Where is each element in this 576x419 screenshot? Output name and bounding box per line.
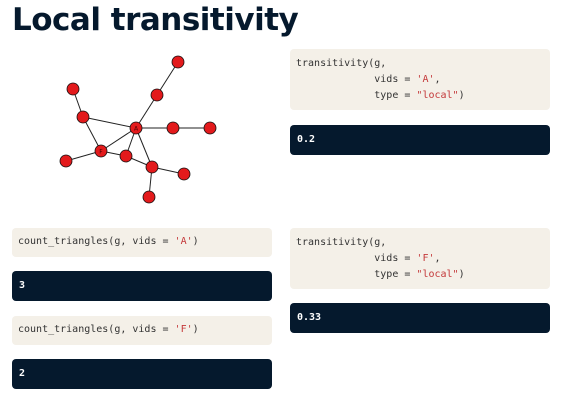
code-string: 'F' xyxy=(416,253,435,264)
code-punct: , xyxy=(434,253,441,264)
code-string: "local" xyxy=(416,90,459,101)
output-cell-transitivity-A: 0.2 xyxy=(290,125,550,155)
code-line: transitivity(g, xyxy=(296,58,387,69)
graph-node-label: A xyxy=(134,126,139,133)
graph-node xyxy=(150,88,164,102)
code-cell-transitivity-A: transitivity(g, vids = 'A', type = "loca… xyxy=(290,49,550,110)
graph-node-label: F xyxy=(99,149,103,156)
graph-edge xyxy=(135,127,153,168)
graph-node xyxy=(59,154,73,168)
page-title: Local transitivity xyxy=(12,2,299,38)
code-line: transitivity(g, xyxy=(296,237,387,248)
graph-edge xyxy=(82,116,102,152)
output-cell-transitivity-F: 0.33 xyxy=(290,303,550,333)
graph-node xyxy=(177,167,191,181)
code-line: count_triangles(g, vids = xyxy=(18,236,175,247)
code-line: type = xyxy=(296,269,417,280)
graph-edge xyxy=(135,94,158,129)
code-cell-count-triangles-F: count_triangles(g, vids = 'F') xyxy=(12,316,272,345)
graph-edge xyxy=(82,116,137,129)
code-cell-transitivity-F: transitivity(g, vids = 'F', type = "loca… xyxy=(290,228,550,289)
network-graph: AF xyxy=(59,55,217,204)
graph-nodes: AF xyxy=(59,55,217,204)
graph-node xyxy=(66,82,80,96)
code-punct: ) xyxy=(458,90,465,101)
graph-node xyxy=(119,149,133,163)
code-punct: ) xyxy=(192,236,199,247)
code-punct: ) xyxy=(458,269,465,280)
graph-node xyxy=(142,190,156,204)
graph-node xyxy=(166,121,180,135)
code-cell-count-triangles-A: count_triangles(g, vids = 'A') xyxy=(12,228,272,257)
graph-edge xyxy=(100,127,137,152)
graph-node xyxy=(171,55,185,69)
graph-node xyxy=(76,110,90,124)
code-punct: ) xyxy=(192,324,199,335)
code-string: 'A' xyxy=(174,236,193,247)
graph-edge xyxy=(156,61,179,96)
code-punct: , xyxy=(434,74,441,85)
code-line: count_triangles(g, vids = xyxy=(18,324,175,335)
code-string: "local" xyxy=(416,269,459,280)
code-line: type = xyxy=(296,90,417,101)
code-line: vids = xyxy=(296,253,417,264)
graph-node xyxy=(145,160,159,174)
code-string: 'A' xyxy=(416,74,435,85)
output-cell-count-triangles-F: 2 xyxy=(12,359,272,389)
graph-node xyxy=(203,121,217,135)
graph-node-F xyxy=(94,144,108,158)
code-string: 'F' xyxy=(174,324,193,335)
graph-node-A xyxy=(129,121,143,135)
output-cell-count-triangles-A: 3 xyxy=(12,271,272,301)
code-line: vids = xyxy=(296,74,417,85)
